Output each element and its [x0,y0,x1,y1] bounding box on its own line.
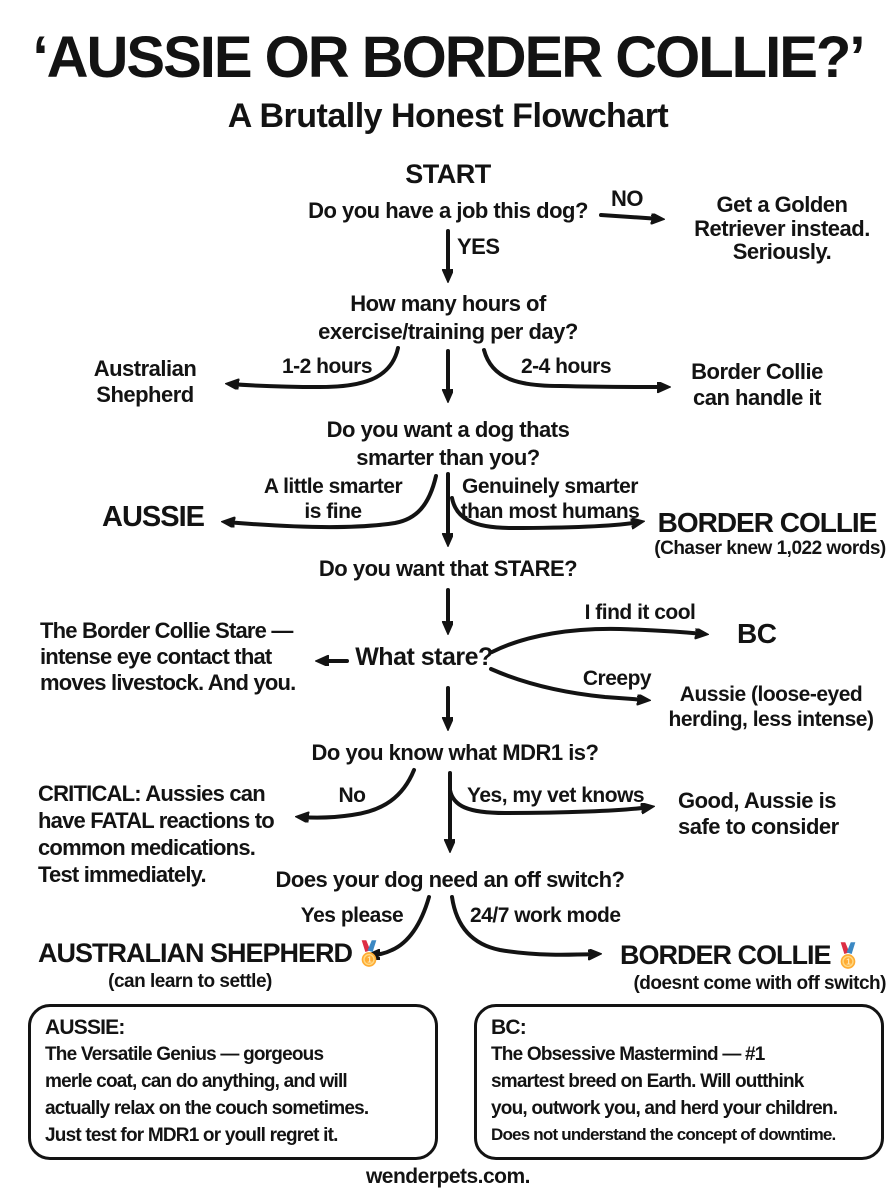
outcome-line: safe to consider [678,814,839,839]
question-line: Do you want a dog thats [326,417,570,442]
summary-line: The Versatile Genius — gorgeous [45,1044,324,1065]
arrow-little-smarter [226,474,438,530]
final-label: AUSTRALIAN SHEPHERD [38,938,353,968]
description-line: moves livestock. And you. [40,670,296,695]
outcome-aussie: AUSSIE [102,501,205,533]
svg-text:1: 1 [367,956,372,965]
warning-line: common medications. [38,835,256,860]
edge-label-line: than most humans [460,500,640,523]
outcome-border-collie: BORDER COLLIE [657,507,878,538]
question-hours: How many hours of exercise/training per … [248,290,648,346]
edge-label-no: NO [611,186,644,211]
question-line: exercise/training per day? [318,319,578,344]
svg-text:1: 1 [846,958,851,967]
arrow-vet-knows [448,788,650,816]
arrow-no-mdr1 [300,768,416,818]
outcome-line: Get a Golden [716,192,848,217]
outcome-aussie-safe: Good, Aussie is safe to consider [678,788,878,840]
question-off-switch: Does your dog need an off switch? [275,867,625,892]
question-line: How many hours of [350,291,546,316]
warning-line: have FATAL reactions to [38,808,275,833]
outcome-border-collie-handle: Border Collie can handle it [657,359,857,411]
arrow-2-4-hours [482,348,666,387]
final-australian-shepherd-note: (can learn to settle) [108,971,272,992]
arrow-creepy [489,667,646,700]
edge-label-yes: YES [457,234,500,259]
start-label: START [405,159,491,189]
summary-heading: BC: [491,1016,527,1039]
summary-line: merle coat, can do anything, and will [45,1071,348,1092]
edge-label-2-4-hours: 2-4 hours [520,355,612,378]
edge-label-1-2-hours: 1-2 hours [281,355,373,378]
page-subtitle: A Brutally Honest Flowchart [227,97,669,135]
outcome-golden-retriever: Get a Golden Retriever instead. Seriousl… [672,193,892,264]
arrow-work-mode [450,895,597,955]
summary-line: you, outwork you, and herd your children… [491,1098,838,1119]
summary-box-aussie: AUSSIE: The Versatile Genius — gorgeous … [28,1004,438,1160]
edge-label-line: A little smarter [263,475,403,498]
summary-box-bc: BC: The Obsessive Mastermind — #1 smarte… [474,1004,884,1160]
outcome-line: Good, Aussie is [678,788,836,813]
final-border-collie: BORDER COLLIE 1 [620,940,890,971]
arrow-yes-please [371,895,431,955]
summary-line: smartest breed on Earth. Will outthink [491,1071,804,1092]
summary-line: Just test for MDR1 or youll regret it. [45,1125,338,1146]
question-smarter: Do you want a dog thats smarter than you… [248,416,648,472]
critical-warning: CRITICAL: Aussies can have FATAL reactio… [38,780,368,888]
summary-small-line: Does not understand the concept of downt… [491,1125,836,1144]
outcome-australian-shepherd: Australian Shepherd [65,356,225,408]
summary-line: The Obsessive Mastermind — #1 [491,1044,765,1065]
arrow-genuinely-smarter [450,496,640,531]
summary-heading: AUSSIE: [45,1016,125,1039]
description-line: intense eye contact that [40,644,272,669]
arrow-no [599,213,660,219]
description-line: The Border Collie Stare — [40,618,293,643]
edge-label-line: Genuinely smarter [462,475,638,498]
edge-label-vet-knows: Yes, my vet knows [467,784,645,807]
outcome-line: Retriever instead. [694,215,870,241]
question-have-a-job: Do you have a job this dog? [308,198,588,223]
final-australian-shepherd: AUSTRALIAN SHEPHERD 1 [38,938,398,969]
outcome-line: Shepherd [96,382,194,407]
gold-medal-icon: 1 [358,940,380,968]
final-label: BORDER COLLIE [620,940,832,970]
chaser-note: (Chaser knew 1,022 words) [654,538,886,559]
page-title: ‘AUSSIE OR BORDER COLLIE?’ [32,25,866,90]
question-what-stare: What stare? [355,643,493,671]
question-mdr1: Do you know what MDR1 is? [311,740,599,765]
outcome-line: Australian [93,356,197,381]
outcome-aussie-loose-eyed: Aussie (loose-eyed herding, less intense… [651,682,891,732]
edge-label-line: is fine [304,500,362,523]
arrow-find-it-cool [490,626,704,654]
final-border-collie-note: (doesnt come with off switch) [633,973,886,994]
edge-label-creepy: Creepy [582,667,652,690]
edge-label-work-mode: 24/7 work mode [470,904,621,927]
outcome-line: Seriously. [732,239,832,264]
warning-line: CRITICAL: Aussies can [38,781,266,806]
summary-line: actually relax on the couch sometimes. [45,1098,369,1119]
edge-label-little-smarter: A little smarter is fine [253,474,413,524]
gold-medal-icon: 1 [837,942,859,970]
question-line: smarter than you? [356,445,540,470]
edge-label-no-mdr1: No [338,784,367,807]
edge-label-yes-please: Yes please [300,904,404,927]
outcome-bc: BC [737,618,777,649]
arrow-1-2-hours [230,346,400,387]
outcome-line: Border Collie [691,359,823,384]
warning-line: Test immediately. [38,862,207,887]
outcome-line: can handle it [693,385,821,410]
outcome-line: Aussie (loose-eyed [679,683,863,706]
site-credit: wenderpets.com. [365,1165,531,1188]
question-stare: Do you want that STARE? [318,556,578,581]
edge-label-genuinely-smarter: Genuinely smarter than most humans [460,474,640,524]
edge-label-find-it-cool: I find it cool [584,601,696,624]
outcome-line: herding, less intense) [668,708,874,731]
stare-description: The Border Collie Stare — intense eye co… [40,618,370,696]
